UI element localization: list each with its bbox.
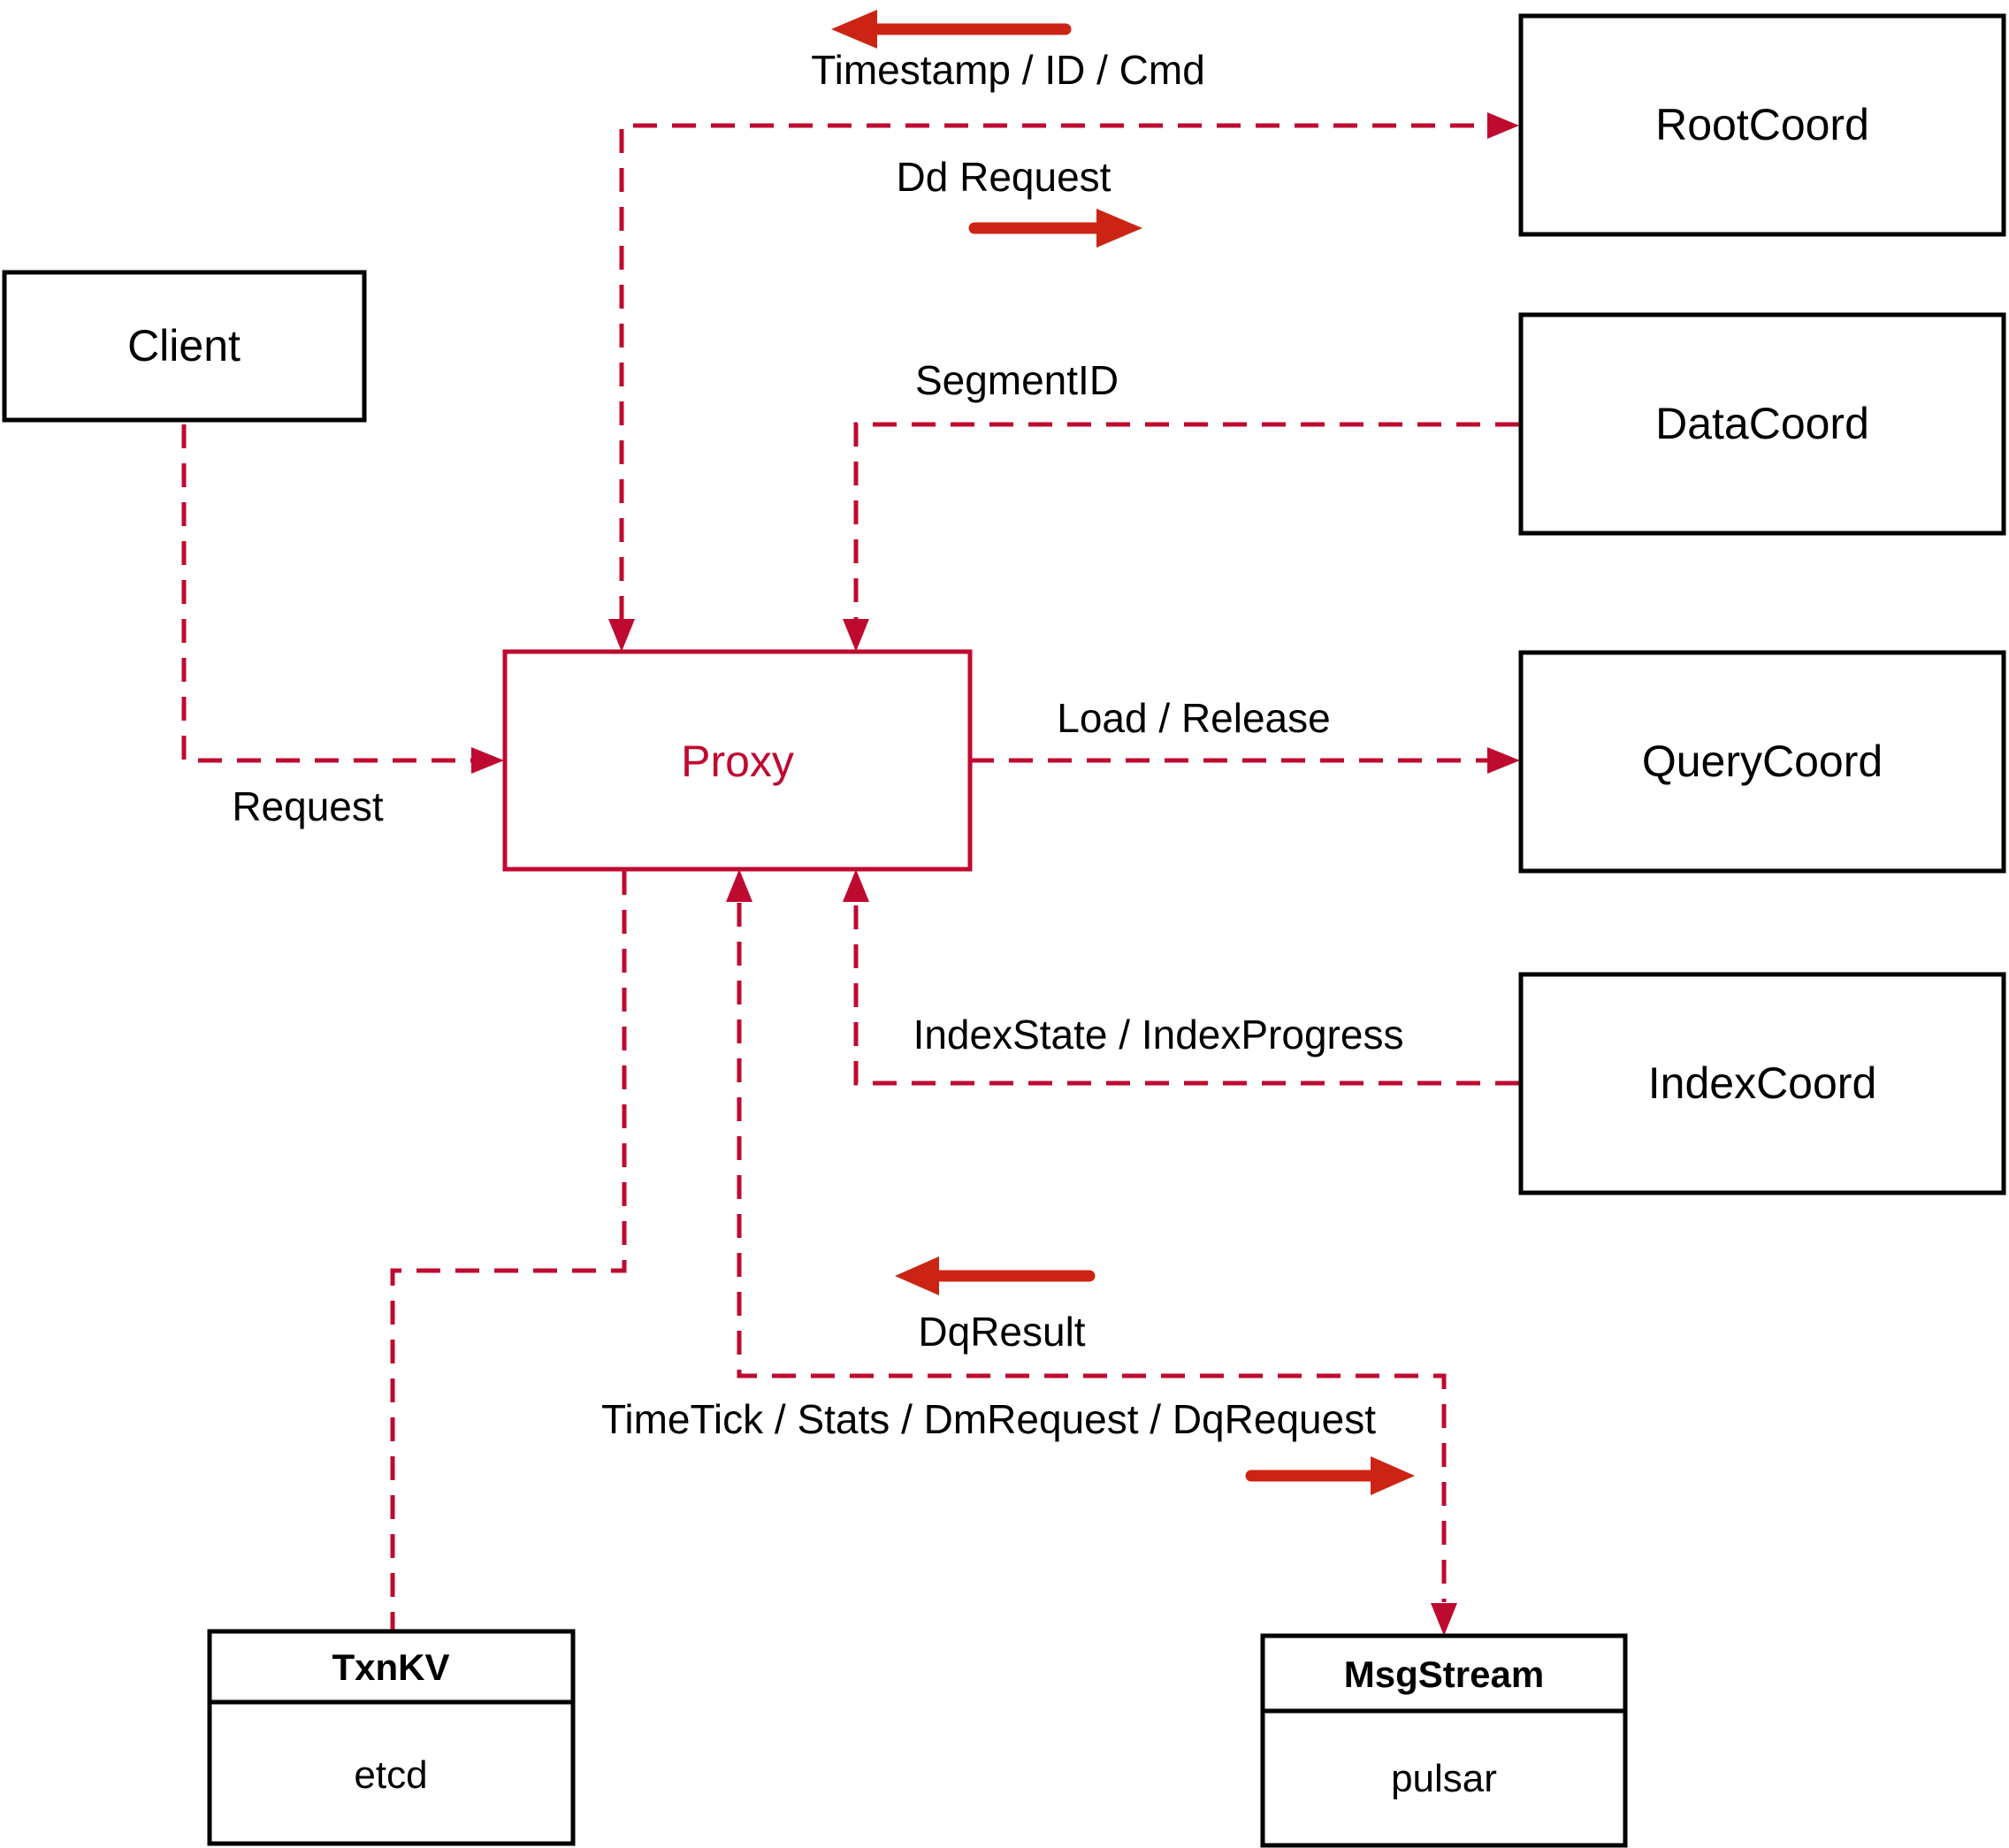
rootcoord-node: RootCoord	[1518, 13, 2006, 237]
datacoord-proxy-connector	[853, 422, 1519, 620]
arrowhead-into-msgstream	[1431, 1603, 1457, 1636]
client-proxy-connector	[181, 424, 471, 763]
querycoord-node-label: QueryCoord	[1642, 737, 1883, 786]
arrowhead-into-proxy-bottom-right	[843, 869, 869, 902]
edge-label-segment-id: SegmentID	[915, 357, 1119, 403]
edge-label-timestamp-id-cmd: Timestamp / ID / Cmd	[811, 47, 1205, 93]
msgstream-node: MsgStream pulsar	[1260, 1633, 1628, 1848]
txnkv-node: TxnKV etcd	[207, 1629, 576, 1846]
arrowhead-into-proxy-top-right	[843, 619, 869, 652]
edge-label-indexstate-indexprogress: IndexState / IndexProgress	[913, 1012, 1404, 1058]
edge-label-load-release: Load / Release	[1057, 695, 1330, 741]
datacoord-node: DataCoord	[1518, 312, 2006, 536]
indexcoord-proxy-connector	[853, 903, 1519, 1086]
txnkv-node-impl: etcd	[354, 1753, 427, 1797]
msgstream-node-title: MsgStream	[1344, 1653, 1544, 1695]
direction-arrow-timetick-right	[1245, 1456, 1415, 1495]
arrowhead-into-proxy-bottom-middle	[726, 869, 752, 902]
arrowhead-into-querycoord	[1487, 747, 1520, 774]
arrowhead-into-rootcoord	[1487, 112, 1519, 139]
direction-arrow-dd-request-right	[968, 209, 1142, 248]
msgstream-node-impl: pulsar	[1391, 1757, 1497, 1800]
edge-label-request: Request	[232, 783, 384, 829]
proxy-node: Proxy	[502, 649, 973, 872]
edge-label-dd-request: Dd Request	[897, 154, 1111, 200]
querycoord-node: QueryCoord	[1518, 650, 2006, 874]
client-node: Client	[2, 270, 367, 423]
datacoord-node-label: DataCoord	[1655, 399, 1869, 448]
direction-arrow-dqresult-left	[895, 1256, 1096, 1295]
txnkv-node-title: TxnKV	[332, 1646, 449, 1688]
rootcoord-node-label: RootCoord	[1655, 100, 1869, 149]
proxy-node-label: Proxy	[681, 737, 794, 786]
arrowhead-into-proxy-left	[471, 747, 504, 774]
edge-label-dqresult: DqResult	[918, 1309, 1085, 1355]
arrowhead-into-proxy-top-left	[608, 619, 635, 652]
proxy-rootcoord-connector	[619, 123, 1486, 620]
direction-arrow-timestamp-left	[831, 10, 1072, 49]
client-node-label: Client	[127, 321, 241, 370]
proxy-msgstream-connector	[737, 903, 1447, 1602]
edge-label-timetick-stats: TimeTick / Stats / DmRequest / DqRequest	[601, 1396, 1376, 1442]
indexcoord-node: IndexCoord	[1518, 972, 2006, 1195]
proxy-txnkv-connector	[390, 871, 627, 1630]
indexcoord-node-label: IndexCoord	[1648, 1058, 1877, 1108]
